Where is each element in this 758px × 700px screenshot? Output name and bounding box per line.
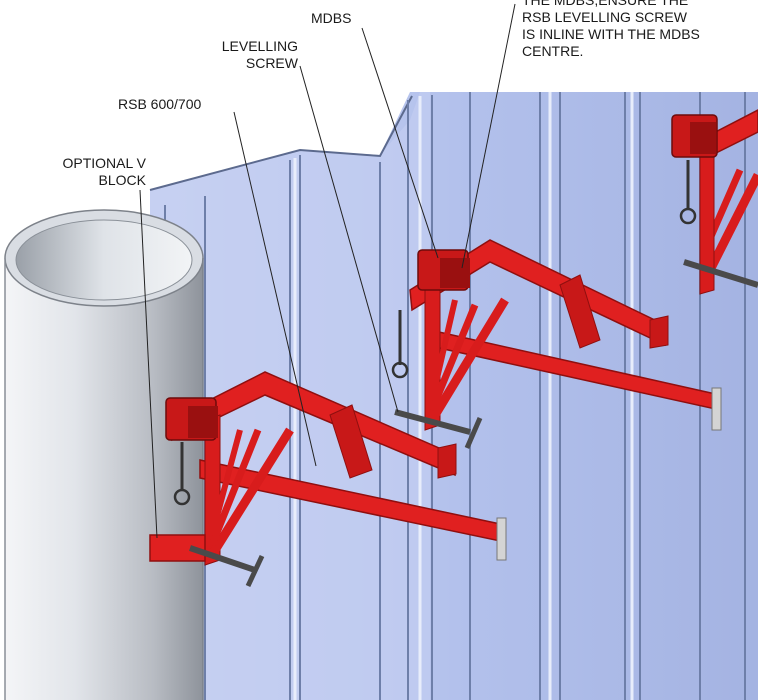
leader-mdbs bbox=[361, 27, 439, 259]
round-pile bbox=[4, 209, 204, 700]
leader-rsb bbox=[233, 111, 317, 467]
right-bracket bbox=[671, 109, 758, 295]
leader-levelling-screw bbox=[299, 65, 399, 413]
v-block-label: OPTIONAL V BLOCK bbox=[62, 155, 146, 188]
leader-note bbox=[461, 3, 516, 269]
upper-bracket bbox=[391, 239, 722, 449]
levelling-screw-label: LEVELLING SCREW bbox=[221, 38, 298, 71]
rsb-label: RSB 600/700 bbox=[118, 96, 202, 112]
note-label: THE MDBS,ENSURE THE RSB LEVELLING SCREW … bbox=[522, 0, 700, 59]
leader-v-block bbox=[139, 189, 158, 539]
leader-lines bbox=[139, 3, 516, 539]
mdbs-label: MDBS bbox=[311, 10, 352, 26]
lower-bracket bbox=[149, 371, 507, 588]
